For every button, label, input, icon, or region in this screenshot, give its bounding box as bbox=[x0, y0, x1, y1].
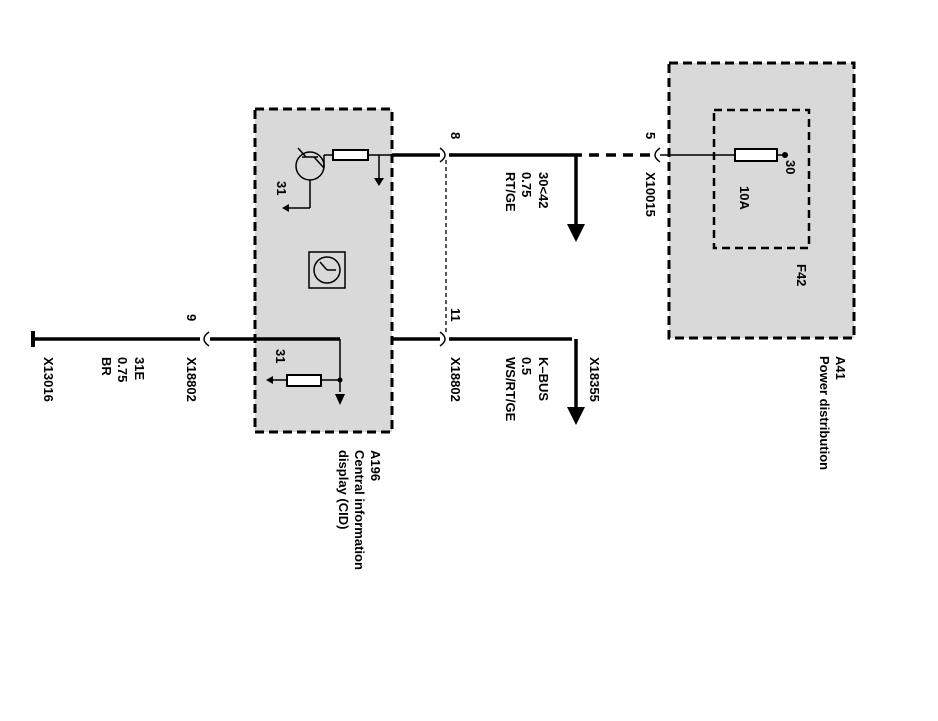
fuse-terminal-label: 30 bbox=[783, 160, 798, 174]
ground-wire-cross-section: 0.75 bbox=[115, 357, 130, 382]
power-distribution-name: Power distribution bbox=[817, 356, 832, 470]
power-distribution-code: A41 bbox=[833, 356, 848, 380]
power-distribution-module: 30 10A F42 A41 Power distribution bbox=[660, 61, 856, 470]
pin-fuse-in: 5 bbox=[643, 132, 658, 139]
kbus-cross-section: 0.5 bbox=[519, 357, 534, 375]
connector-x13016: X13016 bbox=[41, 357, 56, 402]
power-wire-signal: 30<42 bbox=[536, 172, 551, 209]
resistor-top-icon bbox=[332, 149, 369, 161]
power-wire-cross-section: 0.75 bbox=[519, 172, 534, 197]
power-wire-continuation-arrow bbox=[567, 224, 585, 242]
pin-cid-power: 8 bbox=[448, 132, 463, 139]
display-clock-frame bbox=[308, 251, 346, 289]
connector-x18802-kbus: X18802 bbox=[448, 357, 463, 402]
internal-arrow-bottom-icon bbox=[335, 394, 345, 405]
ground-wire: 9 X18802 31E 0.75 BR X13016 bbox=[31, 314, 340, 402]
ground-wire-signal: 31E bbox=[132, 357, 147, 380]
power-wire-color: RT/GE bbox=[503, 172, 518, 212]
cid-module: 31 31 A196 Central information display (… bbox=[253, 107, 394, 570]
kbus-continuation-arrow bbox=[567, 407, 585, 425]
cid-ground-bottom-label: 31 bbox=[273, 349, 288, 363]
fuse-f42-symbol bbox=[734, 148, 778, 162]
cid-code-label: A196 bbox=[368, 450, 383, 481]
clock-icon bbox=[313, 256, 341, 284]
fuse-terminal-dot bbox=[782, 152, 788, 158]
fuse-f42-housing bbox=[712, 108, 811, 250]
ground-arrow-top-icon bbox=[282, 204, 289, 212]
connector-x18802-ground: X18802 bbox=[184, 357, 199, 402]
kbus-signal: K–BUS bbox=[536, 357, 551, 401]
fuse-rating-label: 10A bbox=[737, 186, 752, 210]
connector-x18355: X18355 bbox=[587, 357, 602, 402]
power-wire: 8 5 30<42 0.75 RT/GE X10015 bbox=[392, 132, 661, 242]
ground-arrow-bottom-icon bbox=[266, 376, 273, 384]
kbus-color: WS/RT/GE bbox=[503, 357, 518, 422]
cid-name-line2: display (CID) bbox=[336, 450, 351, 529]
ground-wire-color: BR bbox=[99, 357, 114, 376]
kbus-wire: 11 X18802 K–BUS 0.5 WS/RT/GE X18355 bbox=[392, 308, 602, 425]
cid-name-line1: Central information bbox=[352, 450, 367, 570]
connector-x10015: X10015 bbox=[643, 172, 658, 217]
internal-arrow-icon bbox=[374, 178, 384, 186]
pin-cid-ground: 9 bbox=[184, 314, 199, 321]
pin-cid-kbus: 11 bbox=[448, 308, 463, 322]
power-distribution-box bbox=[667, 61, 856, 340]
fuse-code-label: F42 bbox=[794, 264, 809, 286]
cid-ground-top-label: 31 bbox=[274, 181, 289, 195]
resistor-bottom-icon bbox=[286, 374, 322, 387]
